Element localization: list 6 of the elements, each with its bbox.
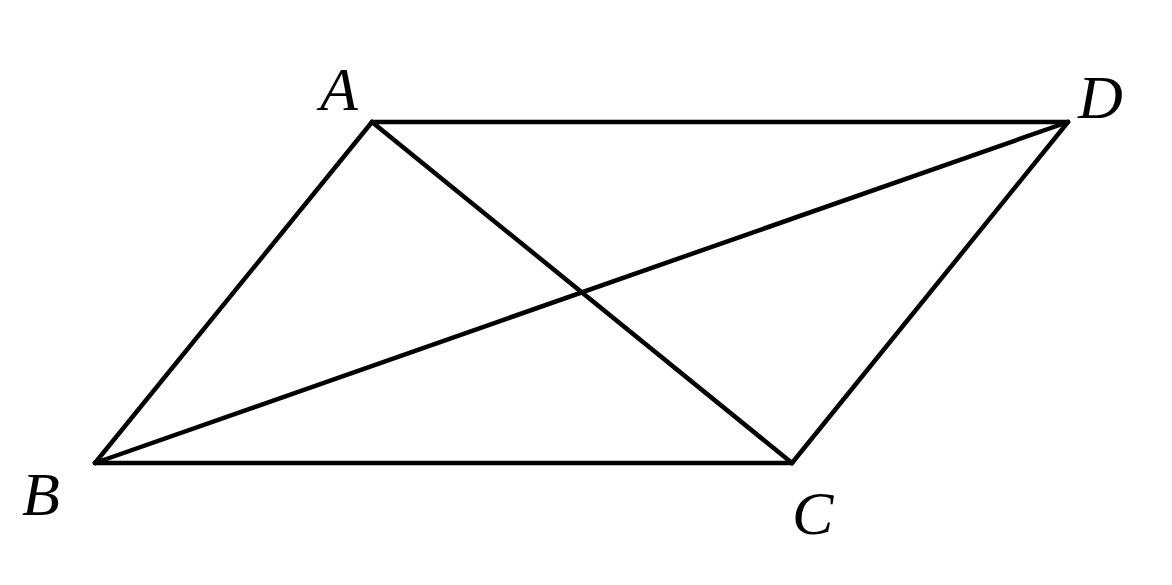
line-segment [92, 460, 795, 466]
vertex-label: D [1068, 66, 1144, 122]
vertex-label: C [792, 478, 852, 548]
line-segment [789, 119, 1071, 466]
vertex-label: A [318, 58, 372, 122]
vertex-label: B [20, 463, 95, 525]
